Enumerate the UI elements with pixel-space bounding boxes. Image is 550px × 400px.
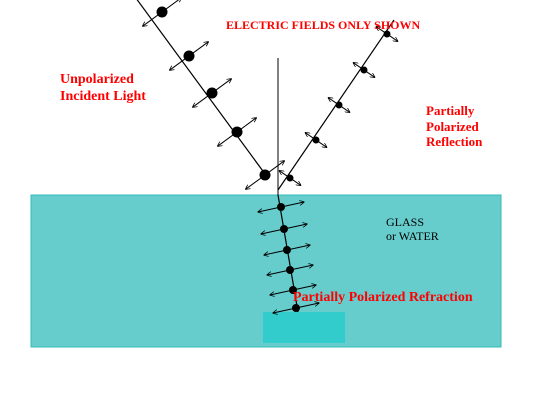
reflection-label-line-2: Polarized (426, 118, 479, 134)
reflected-field-vectors (279, 27, 397, 186)
incident-field-dot (206, 87, 218, 99)
medium-label-line-1: GLASS (386, 215, 425, 229)
reflected-field-dot (360, 66, 368, 74)
incident-field-dot (259, 169, 271, 181)
reflected-field-dot (383, 30, 391, 38)
reflected-field-dot (286, 174, 294, 182)
refracted-field-dot (280, 225, 288, 233)
incident-field-dot (183, 50, 195, 62)
incident-field-dot (156, 6, 168, 18)
incident-label-line-2: Incident Light (60, 88, 146, 104)
incident-label-line-1: Unpolarized (60, 72, 134, 87)
refracted-field-dot (286, 266, 294, 274)
medium-label-line-2: or WATER (386, 229, 439, 244)
incident-field-dot (231, 126, 243, 138)
incident-field-vectors (143, 0, 285, 189)
reflection-label-line-3: Reflection (426, 134, 483, 150)
medium-label: GLASS or WATER (386, 215, 439, 244)
reflection-label: Partially Polarized Reflection (426, 103, 482, 150)
reflected-field-dot (335, 101, 343, 109)
refracted-field-dot (277, 203, 285, 211)
refracted-field-vectors (258, 202, 319, 313)
incident-light-label: Unpolarized Incident Light (60, 72, 146, 106)
reflection-label-line-1: Partially (426, 103, 475, 118)
diagram-title: ELECTRIC FIELDS ONLY SHOWN (226, 18, 421, 32)
refracted-field-dot (283, 246, 291, 254)
refraction-label: Partially Polarized Refraction (293, 290, 473, 305)
refracted-field-dot (292, 304, 300, 312)
reflected-field-dot (312, 136, 320, 144)
refracted-field-dot (289, 286, 297, 294)
highlight-region (263, 312, 345, 343)
